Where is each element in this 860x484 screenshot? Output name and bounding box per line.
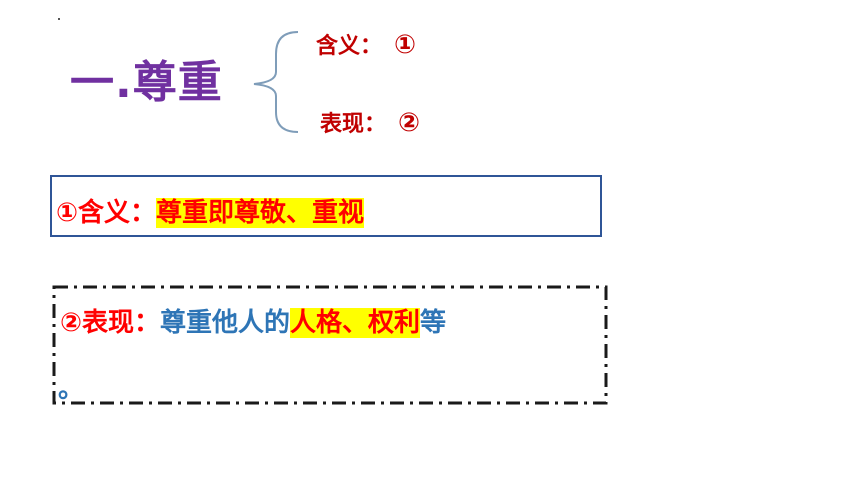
branch-manifestation-label: 表现： bbox=[320, 112, 387, 137]
branch-meaning-num: ① bbox=[394, 30, 417, 60]
manifestation-end: 。 bbox=[58, 374, 85, 404]
meaning-line: ①含义：尊重即尊敬、重视 bbox=[56, 192, 365, 229]
manifestation-text1: 尊重他人的 bbox=[160, 308, 291, 338]
branch-meaning: 含义： ① bbox=[316, 28, 416, 60]
manifestation-prefix: ②表现： bbox=[60, 308, 161, 338]
manifestation-line: ②表现：尊重他人的人格、权利等 bbox=[60, 302, 446, 339]
stray-dot bbox=[58, 18, 60, 20]
brace-icon bbox=[253, 31, 299, 133]
section-title: 一.尊重 bbox=[70, 57, 223, 108]
branch-manifestation: 表现： ② bbox=[320, 106, 420, 138]
meaning-highlight: 尊重即尊敬、重视 bbox=[156, 198, 365, 228]
manifestation-highlight: 人格、权利 bbox=[290, 308, 421, 338]
branch-meaning-label: 含义： bbox=[316, 34, 383, 59]
branch-manifestation-num: ② bbox=[398, 108, 421, 138]
meaning-prefix: ①含义： bbox=[56, 198, 157, 228]
manifestation-box bbox=[52, 285, 608, 405]
meaning-box bbox=[50, 175, 602, 237]
manifestation-text2: 等 bbox=[420, 308, 447, 338]
